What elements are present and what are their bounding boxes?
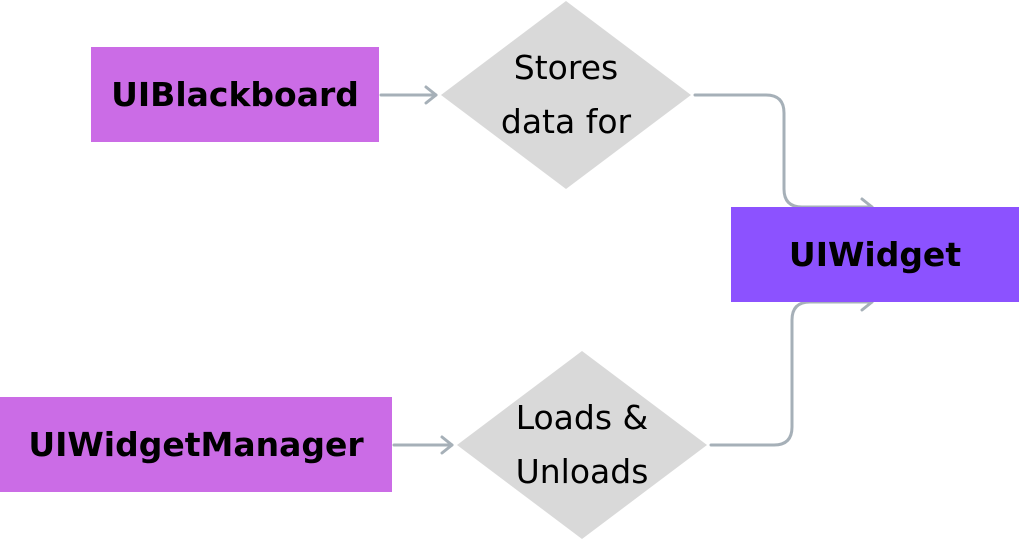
arrowhead-manager-to-loads — [440, 435, 454, 455]
loads-unloads-label: Loads & Unloads — [515, 398, 649, 491]
uiwidgetmanager-node: UIWidgetManager — [0, 397, 392, 492]
loads-unloads-decision — [457, 351, 707, 539]
uiwidget-node: UIWidget — [731, 207, 1019, 302]
stores-data-decision — [441, 1, 691, 189]
connector-loads-to-widget — [709, 300, 874, 447]
uiblackboard-node: UIBlackboard — [91, 47, 379, 142]
arrowhead-blackboard-to-stores — [424, 85, 438, 105]
connector-stores-to-widget — [693, 93, 874, 209]
stores-data-for-label: Stores data for — [500, 48, 632, 141]
